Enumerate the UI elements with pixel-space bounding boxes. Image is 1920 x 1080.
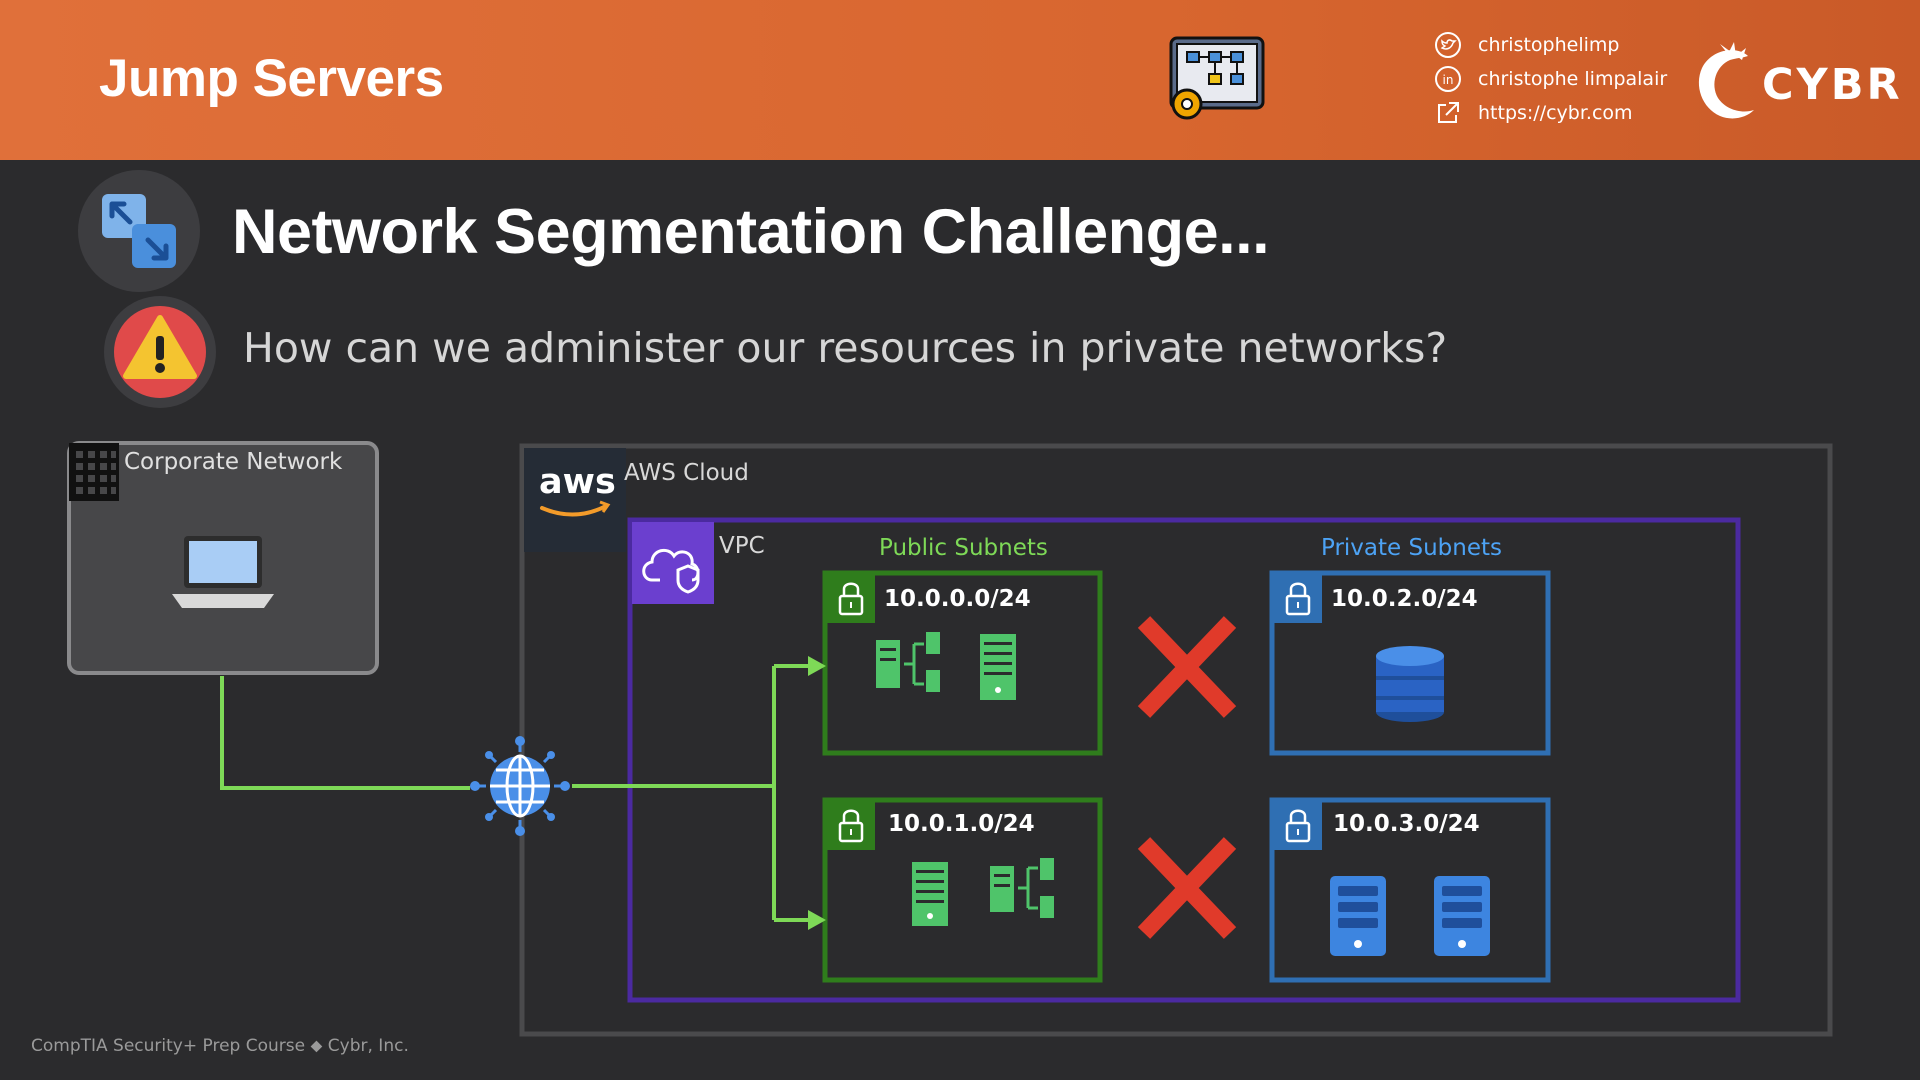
website-url: https://cybr.com — [1478, 102, 1633, 124]
website-link[interactable]: https://cybr.com — [1434, 96, 1633, 130]
resize-arrows-icon — [78, 170, 200, 292]
public-subnet-b-box — [822, 797, 1103, 983]
external-link-icon — [1438, 102, 1459, 123]
corporate-network-label: Corporate Network — [124, 449, 343, 475]
arrow-head-icon — [808, 656, 826, 676]
aws-cloud-label: AWS Cloud — [624, 460, 749, 486]
warning-icon — [104, 296, 216, 408]
arrow-head-icon — [808, 910, 826, 930]
aws-smile-icon — [540, 504, 608, 517]
header-title: Jump Servers — [99, 49, 444, 108]
vpc-cloud-shield-icon — [642, 548, 700, 594]
lock-icon — [827, 575, 875, 623]
database-icon — [1376, 646, 1444, 722]
private-subnet-a-box — [1269, 570, 1551, 756]
slide-question: How can we administer our resources in p… — [243, 324, 1448, 372]
aws-logo-text: aws — [539, 462, 616, 502]
linkedin-link[interactable]: in christophe limpalair — [1434, 62, 1667, 96]
building-icon — [69, 443, 119, 501]
public-subnet-a-box — [822, 570, 1103, 756]
slide-title: Network Segmentation Challenge... — [232, 197, 1270, 267]
lock-icon — [827, 802, 875, 850]
vpc-label: VPC — [719, 533, 765, 559]
connection-lines — [220, 664, 808, 922]
header-bar — [0, 0, 1920, 160]
internet-gateway-globe-icon — [470, 736, 570, 836]
private-subnets-label: Private Subnets — [1321, 535, 1503, 561]
private-subnet-b-cidr: 10.0.3.0/24 — [1333, 811, 1480, 837]
twitter-handle: christophelimp — [1478, 34, 1620, 56]
vpc-box — [627, 517, 1741, 1003]
public-subnet-a-cidr: 10.0.0.0/24 — [884, 586, 1031, 612]
server-icon — [1330, 876, 1386, 956]
lock-icon — [1274, 802, 1322, 850]
lock-icon — [1274, 575, 1322, 623]
blueprint-gear-icon — [1169, 36, 1265, 120]
aws-logo-tile — [524, 448, 626, 552]
load-balanced-servers-icon — [990, 858, 1054, 918]
server-icon — [1434, 876, 1490, 956]
server-icon — [980, 634, 1016, 700]
linkedin-name: christophe limpalair — [1478, 68, 1668, 90]
vpc-icon-tile — [632, 522, 714, 604]
svg-text:in: in — [1443, 73, 1454, 87]
twitter-icon — [1435, 32, 1461, 58]
footer-text: CompTIA Security+ Prep Course ⬥ Cybr, In… — [31, 1036, 409, 1056]
blocked-x-icon — [1137, 616, 1237, 718]
blocked-x-icon — [1137, 837, 1237, 939]
laptop-icon — [172, 536, 274, 608]
linkedin-icon: in — [1435, 66, 1461, 92]
load-balanced-servers-icon — [876, 632, 940, 692]
public-subnets-label: Public Subnets — [879, 535, 1048, 561]
brand-wordmark: CYBR — [1762, 60, 1903, 110]
cybr-logo-icon — [1698, 42, 1754, 119]
private-subnet-a-cidr: 10.0.2.0/24 — [1331, 586, 1478, 612]
public-subnet-b-cidr: 10.0.1.0/24 — [888, 811, 1035, 837]
private-subnet-b-box — [1269, 797, 1551, 983]
twitter-link[interactable]: christophelimp — [1434, 28, 1619, 62]
server-icon — [912, 862, 948, 926]
